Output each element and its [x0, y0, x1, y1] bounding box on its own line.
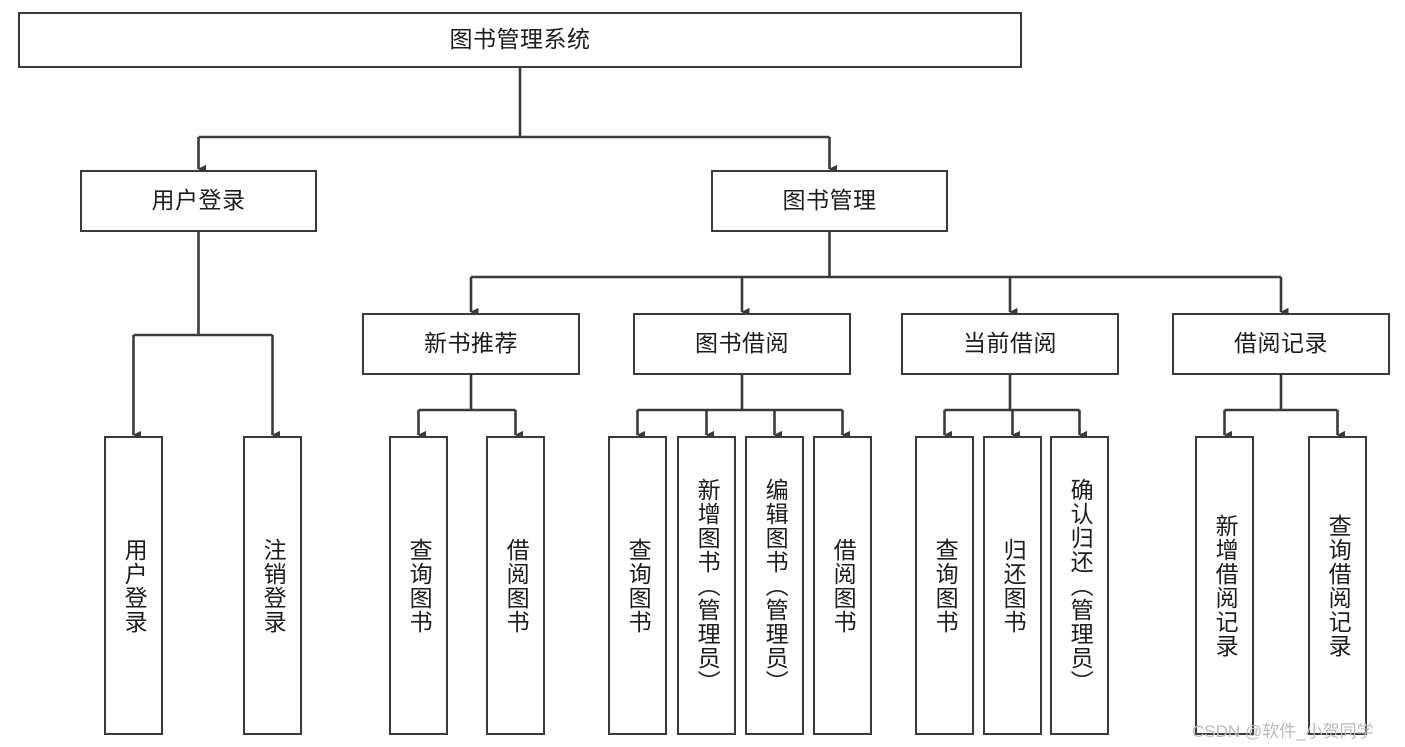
node-leaf-add-record[interactable]: 新增借阅记录 — [1195, 436, 1254, 735]
node-label: 借阅图书 — [830, 537, 857, 634]
node-leaf-add-book[interactable]: 新增图书（管理员） — [677, 436, 736, 735]
node-new-book-rec[interactable]: 新书推荐 — [362, 313, 580, 375]
node-leaf-confirm-return[interactable]: 确认归还（管理员） — [1050, 436, 1109, 735]
node-label: 当前借阅 — [963, 330, 1057, 357]
node-label: 新书推荐 — [424, 330, 518, 357]
node-label: 用户登录 — [151, 187, 246, 214]
node-leaf-logout[interactable]: 注销登录 — [243, 436, 302, 735]
node-label: 借阅图书 — [503, 537, 530, 634]
node-book-manage[interactable]: 图书管理 — [711, 170, 948, 232]
node-current-borrow[interactable]: 当前借阅 — [901, 313, 1119, 375]
node-label: 查询图书 — [406, 537, 433, 634]
node-label: 归还图书 — [1000, 537, 1027, 634]
node-leaf-return-book[interactable]: 归还图书 — [983, 436, 1042, 735]
node-leaf-user-login[interactable]: 用户登录 — [104, 436, 163, 735]
node-leaf-borrow-book[interactable]: 借阅图书 — [813, 436, 872, 735]
node-book-borrow[interactable]: 图书借阅 — [633, 313, 851, 375]
node-label: 新增图书（管理员） — [694, 477, 721, 694]
connector-group — [132, 68, 1346, 440]
node-leaf-edit-book[interactable]: 编辑图书（管理员） — [745, 436, 804, 735]
node-borrow-record[interactable]: 借阅记录 — [1172, 313, 1390, 375]
node-label: 图书借阅 — [695, 330, 789, 357]
node-label: 新增借阅记录 — [1212, 513, 1239, 658]
node-user-login[interactable]: 用户登录 — [80, 170, 317, 232]
node-label: 确认归还（管理员） — [1067, 477, 1094, 694]
node-label: 查询图书 — [932, 537, 959, 634]
node-label: 借阅记录 — [1234, 330, 1328, 357]
node-root[interactable]: 图书管理系统 — [18, 12, 1022, 68]
node-label: 查询借阅记录 — [1325, 513, 1352, 658]
node-label: 编辑图书（管理员） — [762, 477, 789, 694]
node-label: 用户登录 — [121, 537, 148, 634]
node-leaf-query-book-cur[interactable]: 查询图书 — [915, 436, 974, 735]
node-leaf-borrow-book-rec[interactable]: 借阅图书 — [486, 436, 545, 735]
node-leaf-query-record[interactable]: 查询借阅记录 — [1308, 436, 1367, 735]
node-label: 注销登录 — [260, 537, 287, 634]
node-label: 图书管理系统 — [449, 26, 591, 53]
node-label: 图书管理 — [782, 187, 877, 214]
csdn-watermark: CSDN @软件_小贺同学 — [1192, 722, 1374, 741]
node-leaf-query-book-borrow[interactable]: 查询图书 — [608, 436, 667, 735]
node-leaf-query-book-rec[interactable]: 查询图书 — [389, 436, 448, 735]
node-label: 查询图书 — [625, 537, 652, 634]
